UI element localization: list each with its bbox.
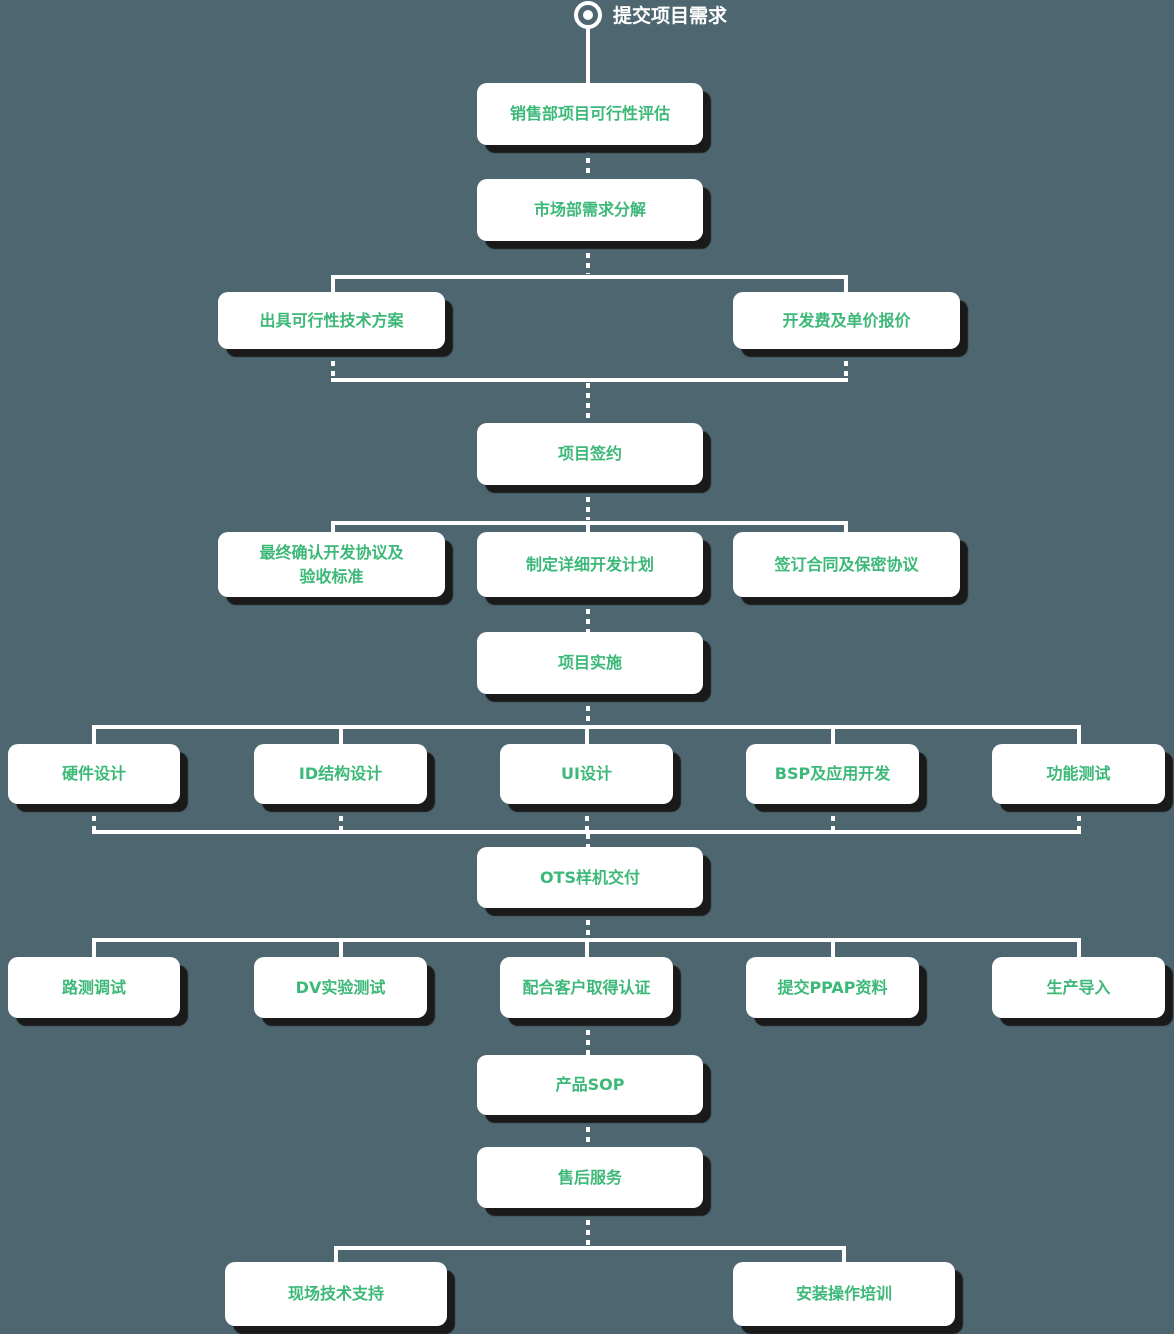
flow-node-market-breakdown: 市场部需求分解 [477,179,703,241]
flow-node-implementation: 项目实施 [477,632,703,694]
edge-function-test-down [1077,806,1081,830]
node-label: 签订合同及保密协议 [774,554,919,574]
edge-stub-dv-test [339,938,343,957]
edge-plan-to-implementation [586,599,590,632]
flow-node-dv-test: DV实验测试 [254,957,427,1018]
edge-split2-top [331,275,848,279]
flow-node-certification: 配合客户取得认证 [500,957,673,1018]
edge-merge5a-bottom [92,830,1081,834]
edge-stub-onsite-support [334,1246,338,1262]
node-label: 开发费及单价报价 [782,310,911,330]
edge-signing-to-split [586,487,590,520]
flow-node-detailed-plan: 制定详细开发计划 [477,532,703,597]
edge-id-design-down [339,806,343,830]
bullseye-icon-dot [583,10,593,20]
edge-stub-detailed-plan [586,521,590,532]
edge-merge-to-signing [586,383,590,423]
node-label: UI设计 [561,764,612,783]
node-label: 安装操作培训 [795,1284,892,1303]
flow-node-install-training: 安装操作培训 [733,1262,955,1326]
node-label: OTS样机交付 [539,867,641,887]
edge-stub-final-agreement [331,521,335,532]
edge-split2b-top [334,1246,846,1250]
node-label: ID结构设计 [298,764,383,783]
edge-stub-road-test [92,938,96,957]
flow-node-product-sop: 产品SOP [477,1055,703,1115]
node-label: 出具可行性技术方案 [259,310,404,330]
flow-node-ots-delivery: OTS样机交付 [477,847,703,908]
edge-stub-id-design [339,725,343,744]
flow-node-final-agreement: 最终确认开发协议及验收标准 [218,532,445,597]
flow-node-bsp-dev: BSP及应用开发 [746,744,919,804]
flow-node-dev-fee-quote: 开发费及单价报价 [733,292,960,349]
node-label: 售后服务 [557,1167,622,1187]
edge-dev-fee-down [844,351,848,378]
flow-node-after-sales: 售后服务 [477,1147,703,1208]
flow-node-function-test: 功能测试 [992,744,1165,804]
node-label: 最终确认开发协议及验收标准 [259,542,404,586]
edge-merge-to-ots [586,834,590,847]
node-label: 现场技术支持 [287,1284,384,1303]
flow-node-contract-nda: 签订合同及保密协议 [733,532,960,597]
edge-implementation-to-split [586,696,590,725]
edge-tech-proposal-down [331,351,335,378]
edge-hardware-down [92,806,96,830]
node-label: 配合客户取得认证 [522,977,651,997]
edge-stub-contract-nda [844,521,848,532]
flow-node-production-intro: 生产导入 [992,957,1165,1018]
node-label: 硬件设计 [61,764,126,783]
edge-ots-to-split [586,910,590,938]
flow-node-tech-proposal: 出具可行性技术方案 [218,292,445,349]
flow-node-hardware-design: 硬件设计 [8,744,180,804]
edge-stub-hardware [92,725,96,744]
edge-stub-ppap [831,938,835,957]
edge-certification-to-sop [586,1020,590,1055]
edge-merge2-bottom [331,378,848,382]
edge-sales-to-market [586,148,590,178]
edge-stub-production [1077,938,1081,957]
edge-stub-bsp [831,725,835,744]
edge-stub-dev-fee [844,275,848,292]
node-label: 销售部项目可行性评估 [509,104,670,123]
edge-stub-certification [585,938,589,957]
edge-sop-to-aftersales [586,1117,590,1147]
node-label: 项目实施 [557,653,622,672]
node-label: 制定详细开发计划 [525,554,654,574]
edge-stub-install-training [842,1246,846,1262]
node-label: 提交PPAP资料 [777,977,888,997]
edge-stub-ui-design [585,725,589,744]
node-label: 项目签约 [557,444,622,463]
edge-aftersales-to-split [586,1210,590,1246]
node-label: DV实验测试 [295,977,386,997]
flow-node-onsite-support: 现场技术支持 [225,1262,447,1326]
node-label: 产品SOP [555,1075,625,1094]
flow-node-sales-feasibility: 销售部项目可行性评估 [477,83,703,145]
node-label: 生产导入 [1046,977,1111,997]
flow-node-id-design: ID结构设计 [254,744,427,804]
node-label: 功能测试 [1046,764,1111,783]
edge-stub-tech-proposal [331,275,335,292]
edge-bsp-down [831,806,835,830]
edge-market-to-split [586,243,590,274]
edge-start-to-sales [586,29,590,83]
flow-node-road-test: 路测调试 [8,957,180,1018]
flow-node-project-signing: 项目签约 [477,423,703,485]
bullseye-icon [574,1,602,29]
flow-start-title: 提交项目需求 [613,5,728,27]
flow-node-ui-design: UI设计 [500,744,673,804]
node-label: 市场部需求分解 [533,200,646,219]
edge-stub-function-test [1077,725,1081,744]
node-label: BSP及应用开发 [774,764,891,783]
flow-node-ppap: 提交PPAP资料 [746,957,919,1018]
edge-ui-design-down [585,806,589,830]
node-label: 路测调试 [61,977,126,997]
